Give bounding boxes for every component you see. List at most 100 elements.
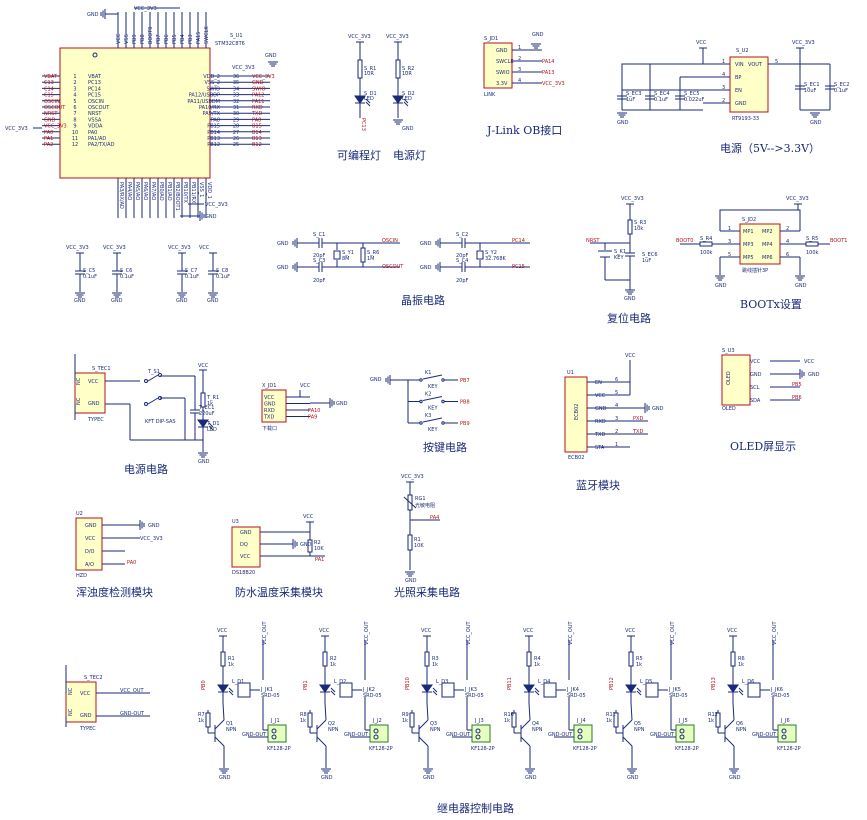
- boot-pin-num: 1: [728, 226, 731, 232]
- typec-output-body: [65, 681, 97, 723]
- boot-jumper-body: [739, 223, 781, 265]
- temp-net: PA1: [315, 557, 324, 563]
- boot-part: 跳线插针3P: [742, 267, 768, 274]
- cap-ref: S_EC3: [626, 91, 642, 97]
- relay-r1-val: 1k: [636, 662, 642, 668]
- resistor: [526, 651, 532, 667]
- relay-coil: [237, 682, 251, 698]
- crystal-ref: S_Y2: [485, 250, 497, 256]
- mcu-right-pin-num: 25: [233, 142, 239, 148]
- oled-net: PB5: [792, 382, 802, 388]
- cap-val: 1uF: [626, 97, 635, 103]
- mcu-left-pin: NRST: [88, 111, 102, 117]
- decoupling-vcc: VCC: [199, 245, 210, 251]
- wire: [622, 736, 633, 747]
- ldo-pin: VIN: [735, 62, 744, 68]
- temp-part: DS18B20: [232, 570, 255, 576]
- mcu-bottom-gnd: GND: [205, 214, 217, 220]
- bluetooth-body: [564, 376, 588, 453]
- switch-part: KFT DIP-SAS: [145, 419, 176, 425]
- uart-pin: RXD: [264, 408, 275, 414]
- led-vcc: VCC_3V3: [386, 34, 409, 40]
- jlink-pin: GND: [496, 48, 508, 54]
- relay-q-val: NPN: [532, 727, 543, 733]
- crystal-cap-val: 20pF: [313, 278, 326, 284]
- wire: [738, 690, 744, 696]
- boot-pin: MP2: [762, 229, 773, 235]
- power-cap-ref: T_EC1: [198, 405, 214, 411]
- mcu-top-pin: PB7: [156, 34, 162, 44]
- mcu-left-pin: VBAT: [88, 74, 102, 80]
- oled-net: PB6: [792, 395, 802, 401]
- relay-ref: J_JK3: [464, 687, 477, 693]
- crystal-body: [333, 250, 341, 260]
- relay-r2-val: 1k: [300, 718, 306, 724]
- relay-ref: J_JK4: [566, 687, 579, 693]
- wire: [403, 496, 417, 509]
- mcu-right-pin-num: 28: [233, 124, 239, 130]
- typec-pin: GND: [88, 401, 100, 407]
- relay-led-ref: L_D1: [232, 679, 244, 685]
- bt-net: VCC: [625, 353, 636, 359]
- boot-gnd: GND: [795, 283, 807, 289]
- reset-switch-val: KEY: [614, 255, 624, 261]
- uart-net: PA9: [308, 415, 317, 421]
- relay-coil: [441, 682, 455, 698]
- mcu-right-net: PA11: [252, 99, 264, 105]
- ldo-pin-num: 2: [722, 98, 725, 104]
- bt-net: PXD: [633, 416, 643, 422]
- wire: [630, 702, 633, 721]
- relay-coil: [645, 682, 659, 698]
- boot-pin: MP1: [743, 229, 754, 235]
- led-ref: S_D1: [364, 91, 377, 97]
- title-power-led: 电源灯: [393, 149, 426, 162]
- key-net: PB9: [460, 421, 470, 427]
- uart-pin: TXD: [263, 415, 274, 421]
- led-symbol: [354, 95, 366, 104]
- resistor: [730, 651, 736, 667]
- ldo-body: [729, 56, 769, 113]
- bt-pin-num: 5: [615, 390, 618, 396]
- key-val: KEY: [428, 406, 438, 412]
- relay-r2-val: 1k: [708, 718, 714, 724]
- relay-net: PB11: [507, 677, 513, 690]
- mcu-right-pin: VSS_2: [205, 80, 220, 86]
- boot-vcc: VCC_3V3: [786, 196, 809, 202]
- bt-pin: STA: [595, 445, 605, 451]
- mcu-right-net: SWIO: [252, 86, 266, 92]
- temp-ref: U3: [232, 519, 239, 525]
- led-resistor-val: 10R: [364, 71, 374, 77]
- relay-ref: J_JK2: [362, 687, 375, 693]
- relay-led-ref: L_D2: [334, 679, 346, 685]
- crystal-resistor-val: 1M: [367, 256, 375, 262]
- oled-pin: SCL: [750, 385, 760, 391]
- terminal-screw: [475, 728, 481, 734]
- jlink-net: PA14: [542, 59, 554, 65]
- relay-vcc: VCC: [727, 628, 738, 634]
- uart-pin: GND: [264, 402, 276, 408]
- led-val: LED: [364, 96, 374, 102]
- bt-body-label: ECB02: [574, 404, 580, 420]
- wire: [636, 687, 642, 693]
- relay-r1-val: 1k: [534, 662, 540, 668]
- mcu-left-pin: PC13: [88, 80, 101, 86]
- power-resistor-val: 1k: [207, 401, 213, 407]
- typec-out-pin: GND: [80, 713, 92, 719]
- led-ref: S_D2: [402, 91, 415, 97]
- decoupling-vcc: VCC_3V3: [103, 245, 126, 251]
- relay-r2-ref: R12: [708, 712, 718, 718]
- key-val: KEY: [428, 427, 438, 433]
- mcu-right-pin: PB13: [207, 136, 220, 142]
- reset-net: NRST: [586, 238, 600, 244]
- keys-gnd: GND: [370, 377, 382, 383]
- relay-vout: VCC_OUT: [364, 621, 370, 645]
- relay-net: PB0: [201, 680, 207, 690]
- led-symbol: [727, 684, 739, 693]
- bt-pin-num: 4: [615, 403, 618, 409]
- mcu-top-pin: VCC: [116, 33, 122, 44]
- cap-ref: S_EC1: [804, 82, 820, 88]
- title-crystal: 晶振电路: [401, 294, 445, 307]
- typec-input-body: [74, 372, 106, 414]
